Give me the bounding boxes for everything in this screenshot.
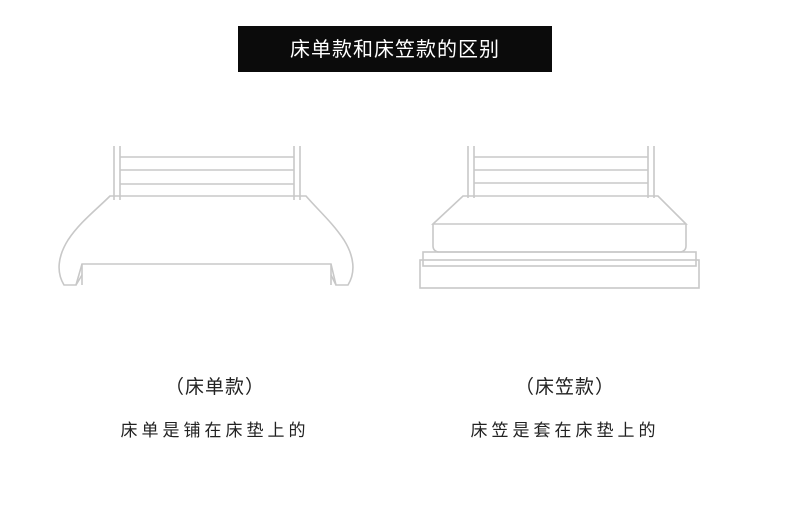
bed-base-top (422, 251, 697, 267)
fitted-mattress-top (430, 195, 688, 225)
fitted-sheet-option-description: 床笠是套在床垫上的 (470, 421, 660, 441)
sheet-corner-right (330, 274, 337, 286)
flat-sheet-option-description: 床单是铺在床垫上的 (120, 421, 310, 441)
fitted-mattress-side (432, 224, 687, 253)
title-banner: 床单款和床笠款的区别 (238, 26, 552, 72)
fitted-sheet-option-name: （床笠款） (514, 376, 615, 398)
page-title: 床单款和床笠款的区别 (290, 37, 500, 61)
sheet-corner-left (75, 274, 83, 286)
bed-base (419, 259, 700, 289)
bed-with-fitted-sheet-icon (419, 146, 700, 289)
flat-sheet-option-name: （床单款） (164, 376, 265, 398)
flat-sheet-outline (58, 195, 354, 286)
bed-with-flat-sheet-icon (58, 146, 354, 286)
